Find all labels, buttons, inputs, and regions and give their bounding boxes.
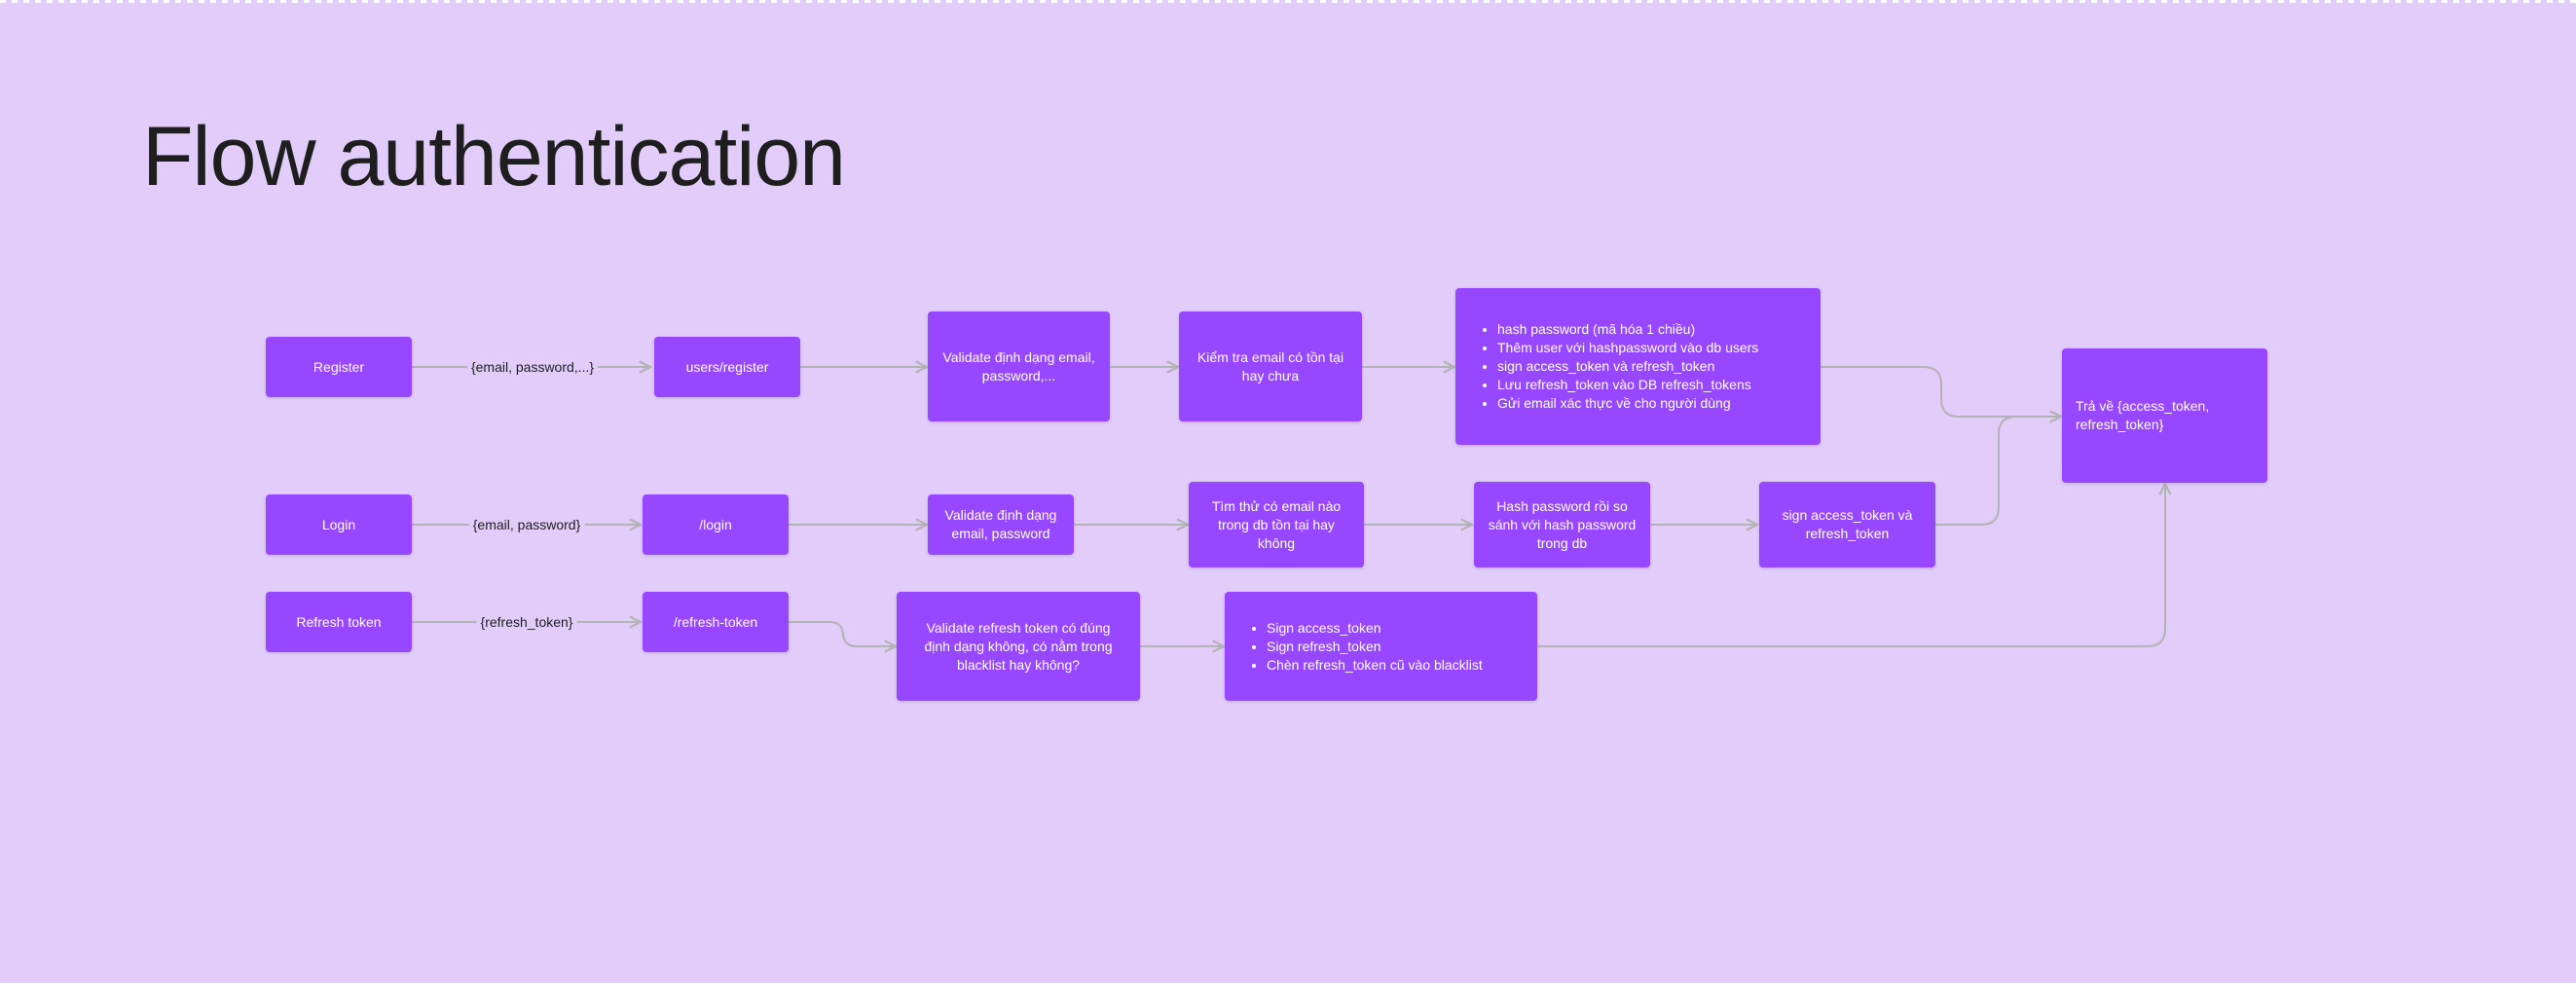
validate-login-node: Validate định dạng email, password xyxy=(928,494,1074,555)
register-steps-list: hash password (mã hóa 1 chiều) Thêm user… xyxy=(1485,320,1758,413)
refresh-token-endpoint-node: /refresh-token xyxy=(643,592,789,652)
refresh-token-node: Refresh token xyxy=(266,592,412,652)
register-step: Thêm user với hashpassword vào db users xyxy=(1497,339,1758,357)
hash-compare-node: Hash password rồi so sánh với hash passw… xyxy=(1474,482,1650,567)
login-payload-label: {email, password} xyxy=(468,516,585,533)
refresh-step: Sign access_token xyxy=(1267,619,1483,638)
find-email-node: Tìm thử có email nào trong db tồn tại ha… xyxy=(1189,482,1364,567)
validate-refresh-node: Validate refresh token có đúng định dạng… xyxy=(897,592,1140,701)
refresh-step: Sign refresh_token xyxy=(1267,638,1483,656)
refresh-step: Chèn refresh_token cũ vào blacklist xyxy=(1267,656,1483,675)
return-tokens-node: Trả về {access_token, refresh_token} xyxy=(2062,348,2267,483)
register-payload-label: {email, password,...} xyxy=(466,358,599,376)
register-step: Lưu refresh_token vào DB refresh_tokens xyxy=(1497,376,1758,394)
register-steps-node: hash password (mã hóa 1 chiều) Thêm user… xyxy=(1455,288,1821,445)
arrow-sign-to-return xyxy=(1935,417,2061,526)
canvas-top-edge xyxy=(0,0,2576,3)
refresh-steps-list: Sign access_token Sign refresh_token Chè… xyxy=(1254,619,1483,675)
canvas-bottom-edge xyxy=(0,983,2576,987)
users-register-endpoint-node: users/register xyxy=(654,337,800,397)
arrow-steps-to-return xyxy=(1821,366,2061,417)
register-step: hash password (mã hóa 1 chiều) xyxy=(1497,320,1758,339)
sign-tokens-node: sign access_token và refresh_token xyxy=(1759,482,1935,567)
login-node: Login xyxy=(266,494,412,555)
login-endpoint-node: /login xyxy=(643,494,789,555)
page-title: Flow authentication xyxy=(142,110,846,203)
register-node: Register xyxy=(266,337,412,397)
refresh-steps-node: Sign access_token Sign refresh_token Chè… xyxy=(1225,592,1537,701)
refresh-payload-label: {refresh_token} xyxy=(476,613,577,631)
register-step: Gửi email xác thực về cho người dùng xyxy=(1497,394,1758,413)
validate-register-node: Validate định dạng email, password,... xyxy=(928,311,1110,421)
arrow-refresh-steps-to-return xyxy=(1537,484,2165,647)
check-email-exists-node: Kiểm tra email có tồn tại hay chưa xyxy=(1179,311,1362,421)
arrow-endpoint-to-validate-refresh xyxy=(789,621,896,646)
register-step: sign access_token và refresh_token xyxy=(1497,357,1758,376)
